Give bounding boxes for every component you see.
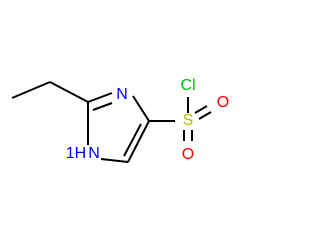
bond-s-o-upper-a: [194, 105, 208, 114]
bond-ch3-ch2: [11, 81, 51, 99]
atom-cl: Cl: [180, 77, 195, 94]
bond-c4-c5-outer: [127, 120, 150, 163]
bond-s-o-upper-b: [198, 111, 212, 120]
bond-c5-n1: [100, 158, 129, 163]
bond-c4-c5-inner: [123, 123, 142, 157]
atom-labels: N 1H N S Cl O O: [66, 77, 229, 163]
bond-n3-c4: [132, 95, 150, 122]
atom-s: S: [183, 112, 194, 129]
bonds: [11, 81, 212, 163]
bond-c2-n3-double-outer: [87, 92, 113, 103]
atom-nh-hydrogen: 1H: [66, 145, 86, 162]
atom-n3: N: [116, 86, 128, 103]
bond-c2-n3-double-inner: [92, 102, 113, 111]
atom-o-upper: O: [217, 94, 229, 111]
bond-ch2-c2: [49, 81, 89, 103]
atom-o-lower: O: [182, 146, 194, 163]
chemical-structure: N 1H N S Cl O O: [11, 77, 229, 163]
atom-n1: N: [88, 145, 100, 162]
